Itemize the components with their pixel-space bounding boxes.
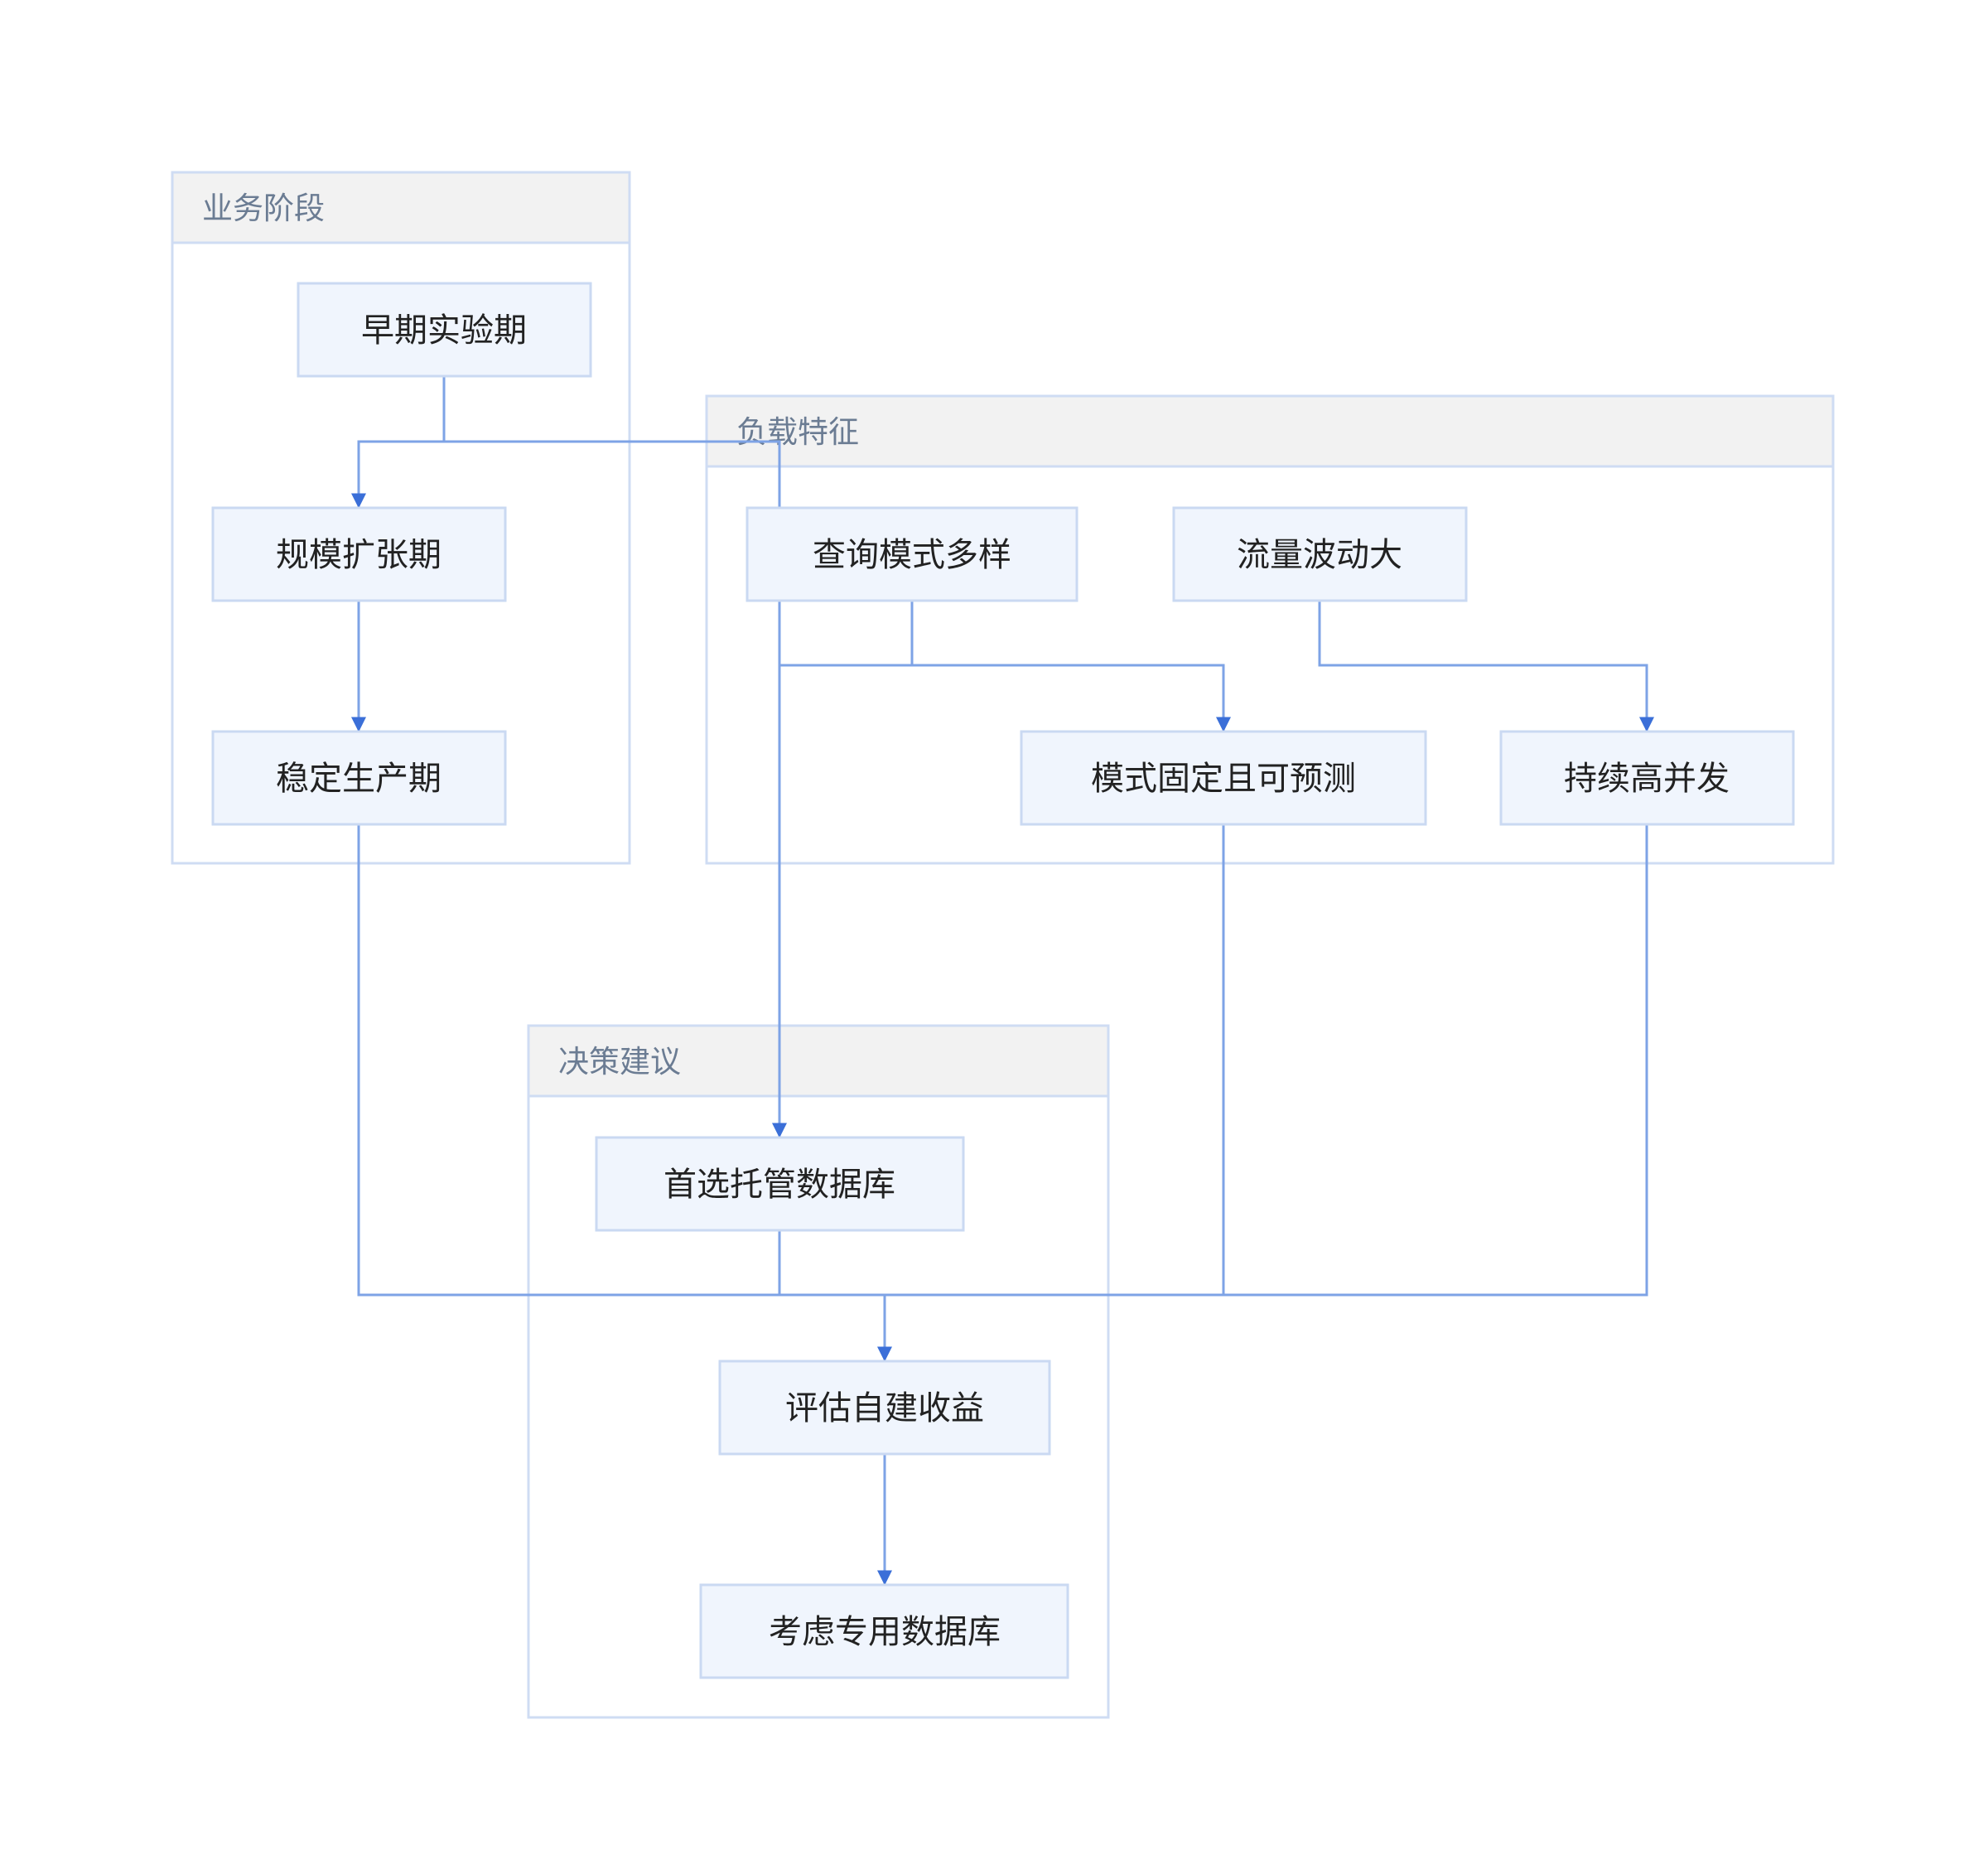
node-box [718,1360,1051,1456]
node-box [211,730,507,826]
group-title-load: 负载特征 [736,414,859,450]
node-sustained-high-concurrency[interactable]: 持续高并发 [1499,730,1795,826]
node-label: 持续高并发 [1564,760,1730,798]
group-title-stage: 业务阶段 [202,191,325,226]
group-header [705,394,1835,468]
node-label: 流量波动大 [1237,536,1402,574]
node-label: 稳定生产期 [276,760,442,798]
node-box [746,506,1078,602]
node-high-traffic-volatility[interactable]: 流量波动大 [1172,506,1468,602]
node-fixed-predictable-patterns[interactable]: 模式固定且可预测 [1020,730,1427,826]
node-label: 评估自建收益 [785,1389,984,1427]
edge-concurrency-to-evaluate [1223,824,1648,1297]
node-label: 规模扩张期 [276,536,442,574]
node-box [211,506,507,602]
node-early-experiment[interactable]: 早期实验期 [297,282,592,378]
node-box [699,1583,1069,1679]
edge-early-to-expand [351,377,446,509]
node-label: 考虑专用数据库 [769,1613,1001,1651]
node-evaluate-self-hosting[interactable]: 评估自建收益 [718,1360,1051,1456]
node-label: 首选托管数据库 [663,1166,895,1204]
node-scale-expansion[interactable]: 规模扩张期 [211,506,507,602]
node-label: 查询模式多样 [813,536,1011,574]
node-diverse-query-patterns[interactable]: 查询模式多样 [746,506,1078,602]
node-prefer-managed-database[interactable]: 首选托管数据库 [595,1136,965,1232]
group-title-decision: 决策建议 [558,1044,681,1079]
edge-stable-to-evaluate [357,824,892,1362]
node-consider-dedicated-database[interactable]: 考虑专用数据库 [699,1583,1069,1679]
node-box [1020,730,1427,826]
group-header [171,171,631,244]
node-box [1172,506,1468,602]
group-header [527,1024,1110,1098]
node-box [595,1136,965,1232]
node-box [1499,730,1795,826]
node-label: 模式固定且可预测 [1091,760,1356,798]
node-label: 早期实验期 [361,312,527,350]
node-stable-production[interactable]: 稳定生产期 [211,730,507,826]
edge-query-to-fixed [910,601,1231,732]
edge-traffic-to-concurrency [1318,601,1654,732]
edge-early-to-managed [444,440,787,1138]
node-box [297,282,592,378]
edges [351,377,1654,1586]
